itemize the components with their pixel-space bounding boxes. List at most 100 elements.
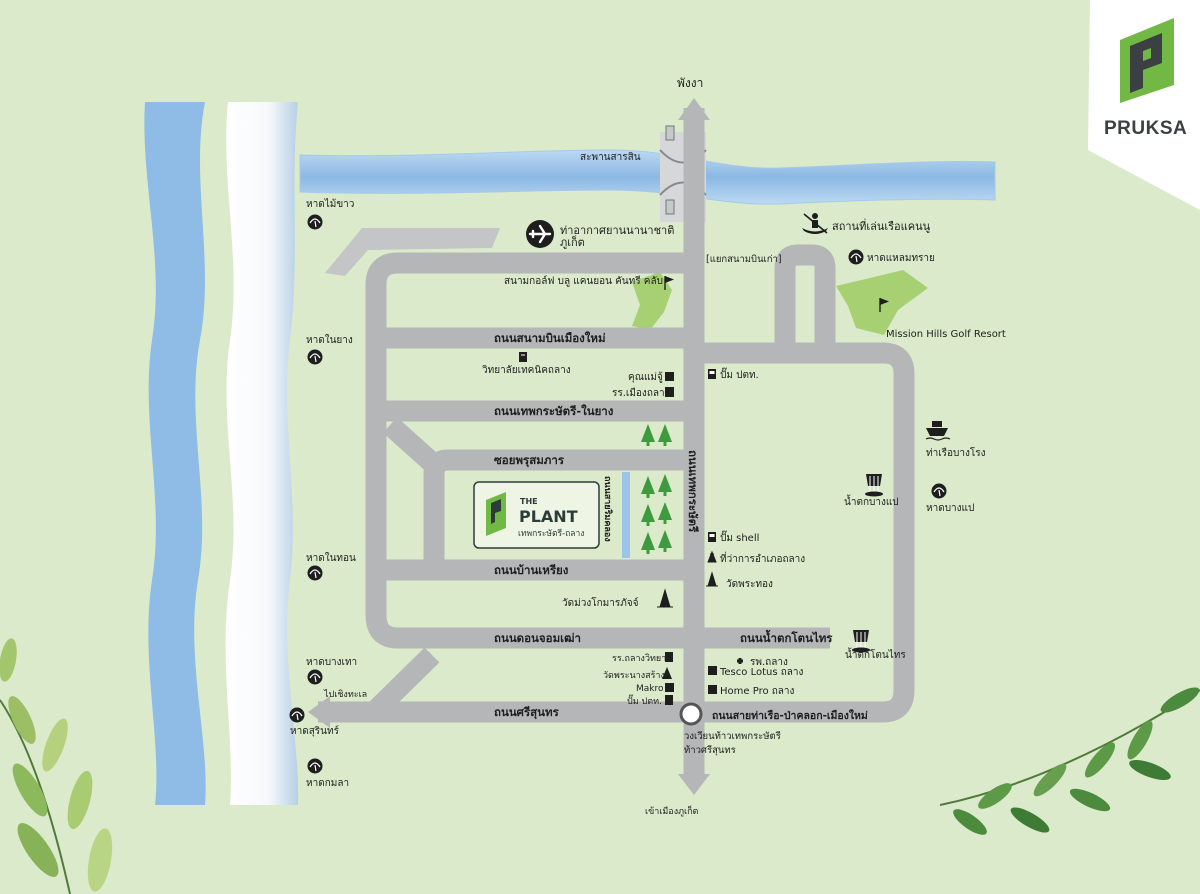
road-label-airport-road: ถนนสนามบินเมืองใหม่ bbox=[494, 331, 606, 345]
river bbox=[299, 149, 996, 205]
place-wat-muang: วัดม่วงโกมารภัจจ์ bbox=[562, 596, 639, 609]
road-label-don-jom-thao: ถนนดอนจอมเฒ่า bbox=[494, 631, 581, 645]
place-old-airport-junction: [แยกสนามบินเก่า] bbox=[706, 254, 782, 265]
project-location: เทพกระษัตรี-ถลาง bbox=[518, 528, 584, 539]
beach-bang-tao: หาดบางเทา bbox=[306, 657, 357, 668]
place-heroines-line1: วงเวียนท้าวเทพกระษัตรี bbox=[684, 730, 781, 742]
shop-icon bbox=[665, 683, 674, 692]
road-label-thepkrasattri-naiyang: ถนนเทพกระษัตรี-ในยาง bbox=[494, 404, 614, 418]
beach-umbrella-icon bbox=[848, 249, 864, 265]
place-shell: ปั๊ม shell bbox=[720, 530, 759, 544]
gas-pump-icon bbox=[665, 695, 673, 705]
place-hospital: รพ.ถลาง bbox=[750, 657, 788, 668]
golf-flag-icon bbox=[664, 276, 674, 290]
brand-logo: PRUKSA bbox=[1088, 0, 1200, 210]
government-icon bbox=[707, 550, 717, 563]
road-network bbox=[318, 108, 915, 780]
beach-umbrella-icon bbox=[307, 565, 323, 581]
road-label-soi-prusamphan: ซอยพรุสมภาร bbox=[494, 453, 565, 468]
place-bang-pae-falls: น้ำตกบางแป bbox=[844, 494, 899, 508]
south-destination: เข้าเมืองภูเก็ต bbox=[645, 804, 699, 817]
tree-icons bbox=[641, 424, 672, 554]
temple-icon bbox=[657, 588, 673, 608]
place-mueang-thalang-school: รร.เมืองถลาง bbox=[612, 387, 670, 399]
project-marker: THE PLANT เทพกระษัตรี-ถลาง bbox=[473, 481, 600, 549]
place-airport-line2: ภูเก็ต bbox=[560, 235, 585, 249]
north-arrow bbox=[678, 98, 710, 120]
decorative-leaves-left bbox=[0, 638, 113, 894]
south-arrow bbox=[678, 774, 710, 795]
place-ptt-2: ปั๊ม ปตท. bbox=[627, 694, 662, 707]
place-tesco: Tesco Lotus ถลาง bbox=[719, 667, 804, 678]
roundabout-icon bbox=[679, 702, 703, 726]
place-ptt-1: ปั๊ม ปตท. bbox=[720, 367, 759, 381]
place-mission-hills: Mission Hills Golf Resort bbox=[886, 329, 1006, 340]
place-makro: Makro bbox=[636, 684, 664, 694]
project-logo-icon bbox=[486, 492, 506, 536]
place-district-office: ที่ว่าการอำเภอถลาง bbox=[720, 551, 805, 565]
place-khun-mae-ju: คุณแม่จู้ bbox=[628, 371, 663, 383]
north-destination: พังงา bbox=[677, 76, 703, 90]
road-label-namtok-tonsai: ถนนน้ำตกโตนไทร bbox=[740, 629, 833, 645]
airport-runway bbox=[325, 228, 500, 276]
sea bbox=[144, 102, 206, 805]
golf-flag-icon bbox=[879, 298, 889, 312]
place-canoe: สถานที่เล่นเรือแคนนู bbox=[832, 218, 931, 233]
school-icon bbox=[519, 352, 527, 362]
beach-umbrella-icon bbox=[307, 349, 323, 365]
gas-pump-icon bbox=[708, 369, 716, 379]
place-wat-phra-thong: วัดพระทอง bbox=[726, 579, 773, 590]
place-heroines-line2: ท้าวศรีสุนทร bbox=[684, 744, 736, 756]
waterfall-icon bbox=[865, 474, 883, 497]
beach-nai-yang: หาดในยาง bbox=[306, 334, 353, 346]
shop-icon bbox=[708, 685, 717, 694]
place-bang-rong-pier: ท่าเรือบางโรง bbox=[926, 446, 986, 459]
beach-kamala: หาดกมลา bbox=[306, 778, 349, 789]
place-wat-phra-nang-sang: วัดพระนางสร้าง bbox=[603, 670, 665, 681]
project-brand-top: THE bbox=[520, 497, 538, 506]
school-icon bbox=[665, 387, 674, 397]
place-laem-sai: หาดแหลมทราย bbox=[867, 253, 935, 264]
place-airport-line1: ท่าอากาศยานนานาชาติ bbox=[560, 224, 674, 237]
hospital-icon bbox=[737, 658, 743, 664]
decorative-leaves-right bbox=[939, 687, 1200, 835]
brand-name: PRUKSA bbox=[1104, 118, 1187, 139]
place-blue-canyon: สนามกอล์ฟ บลู แคนยอน คันทรี คลับ bbox=[504, 275, 663, 287]
project-brand-main: PLANT bbox=[519, 507, 578, 526]
road-label-srisoonthorn: ถนนศรีสุนทร bbox=[494, 705, 560, 720]
place-home-pro: Home Pro ถลาง bbox=[720, 686, 795, 697]
beach-umbrella-icon bbox=[307, 669, 323, 685]
blue-canyon-golf-area bbox=[632, 272, 672, 330]
place-to-choeng-thale: ไปเชิงทะเล bbox=[323, 689, 367, 700]
beach-umbrella-icon bbox=[931, 483, 947, 499]
place-thalang-witthaya: รร.ถลางวิทยา bbox=[612, 653, 666, 664]
road-label-ban-riang: ถนนบ้านเหรียง bbox=[494, 563, 569, 577]
beach-umbrella-icon bbox=[289, 707, 305, 723]
place-tonsai-falls: น้ำตกโตนไทร bbox=[845, 647, 906, 661]
shop-icon bbox=[708, 666, 717, 675]
temple-icon bbox=[706, 571, 718, 587]
gas-pump-icon bbox=[708, 532, 716, 542]
temple-icon bbox=[662, 667, 672, 679]
west-arrow bbox=[308, 696, 330, 728]
school-icon bbox=[665, 652, 673, 662]
airplane-icon bbox=[526, 220, 554, 248]
place-sarasin-bridge: สะพานสารสิน bbox=[580, 152, 641, 163]
beach-mai-khao: หาดไม้ขาว bbox=[306, 198, 354, 210]
ship-icon bbox=[925, 421, 951, 441]
canoe-icon bbox=[802, 213, 828, 234]
road-label-thepkrasattri-main: ถนนเทพกระษัตรี bbox=[686, 450, 700, 533]
shop-icon bbox=[665, 372, 674, 381]
place-tech-college: วิทยาลัยเทคนิคถลาง bbox=[482, 365, 571, 376]
road-label-klong-side: ถนนสายริมคลอง bbox=[602, 476, 613, 542]
canal bbox=[622, 472, 630, 558]
road-label-tha-ruea: ถนนสายท่าเรือ-ป่าคลอก-เมืองใหม่ bbox=[712, 708, 868, 722]
beach-umbrella-icon bbox=[307, 758, 323, 774]
pruksa-logo-icon bbox=[1120, 18, 1174, 103]
beach-umbrella-icon bbox=[307, 214, 323, 230]
place-bang-pae-beach: หาดบางแป bbox=[926, 503, 974, 514]
waterfall-icon bbox=[852, 630, 870, 653]
beach-nai-thon: หาดในทอน bbox=[306, 552, 356, 564]
